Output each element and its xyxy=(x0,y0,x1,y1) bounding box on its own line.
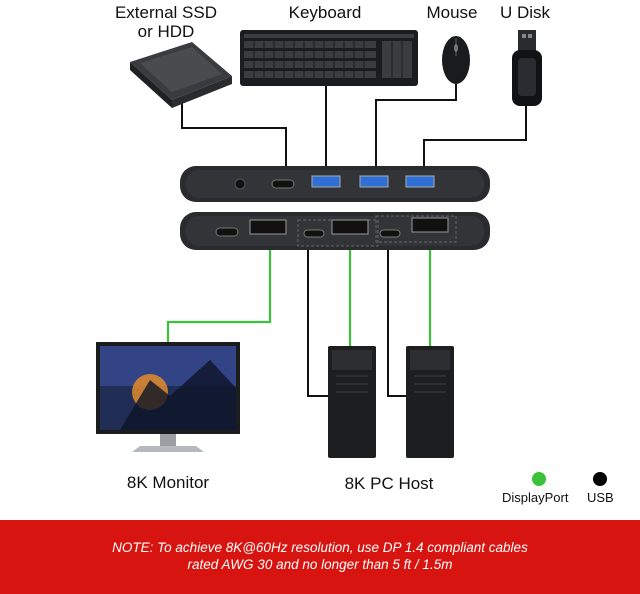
displayport-legend-dot xyxy=(532,472,546,486)
note-line-1: NOTE: To achieve 8K@60Hz resolution, use… xyxy=(112,540,528,555)
mouse-cable xyxy=(375,84,457,168)
pc2-usb-cable xyxy=(387,248,408,397)
monitor-dp-cable xyxy=(166,248,272,344)
usb-stick-icon xyxy=(512,30,542,106)
keyboard-label: Keyboard xyxy=(288,3,362,22)
hub-top-unit xyxy=(180,166,490,202)
pc-tower-icon xyxy=(328,346,454,458)
displayport-legend-label: DisplayPort xyxy=(502,490,569,505)
keyboard-icon xyxy=(240,30,418,86)
pc1-usb-cable xyxy=(307,248,330,397)
udisk-label: U Disk xyxy=(499,3,551,22)
ssd-cable xyxy=(181,100,287,168)
note-line-2: rated AWG 30 and no longer than 5 ft / 1… xyxy=(187,557,453,572)
mouse-label: Mouse xyxy=(426,3,478,22)
monitor-label: 8K Monitor xyxy=(126,473,210,492)
hub-bottom-unit xyxy=(180,212,490,250)
udisk-cable xyxy=(423,106,527,168)
mouse-icon xyxy=(442,36,470,84)
note-text: NOTE: To achieve 8K@60Hz resolution, use… xyxy=(0,539,640,573)
usb-legend-label: USB xyxy=(587,490,614,505)
pc-host-label: 8K PC Host xyxy=(344,474,434,493)
hard-drive-icon xyxy=(130,42,232,108)
kvm-connection-diagram xyxy=(96,30,542,458)
monitor-icon xyxy=(96,342,240,452)
note-banner xyxy=(0,520,640,594)
ssd-label: External SSD or HDD xyxy=(114,3,218,41)
usb-legend-dot xyxy=(593,472,607,486)
displayport-cables xyxy=(166,248,432,352)
usb-cables xyxy=(181,84,527,397)
